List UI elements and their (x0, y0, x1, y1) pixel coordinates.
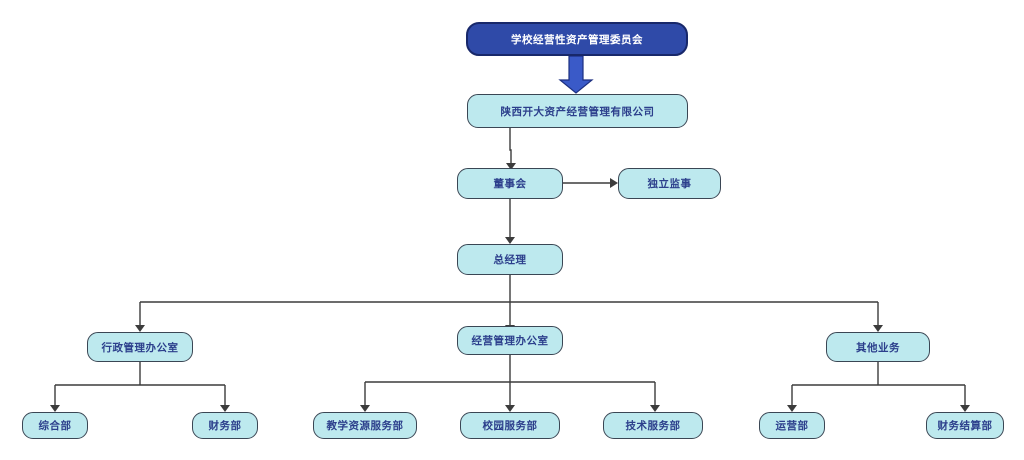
edge-gm-offices (139, 275, 879, 326)
arrowhead (873, 325, 883, 332)
down-arrow-icon (558, 55, 594, 94)
node-campus-service-dept: 校园服务部 (460, 412, 560, 439)
arrowhead (50, 405, 60, 412)
edge-admin-children (54, 362, 226, 406)
node-tech-service-dept: 技术服务部 (603, 412, 703, 439)
arrowhead (960, 405, 970, 412)
node-operations-dept: 运营部 (759, 412, 825, 439)
node-other-business: 其他业务 (826, 332, 930, 362)
edge-other-children (791, 362, 966, 406)
node-company: 陕西开大资产经营管理有限公司 (467, 94, 688, 128)
arrowhead (610, 178, 618, 188)
arrowhead (506, 163, 516, 170)
node-teaching-resource-dept: 教学资源服务部 (313, 412, 417, 439)
arrowhead (505, 237, 515, 244)
node-supervisor: 独立监事 (618, 168, 721, 199)
node-general-manager: 总经理 (457, 244, 563, 275)
node-finance-dept: 财务部 (192, 412, 258, 439)
arrowhead (505, 405, 515, 412)
node-committee: 学校经营性资产管理委员会 (466, 22, 688, 56)
arrowhead (787, 405, 797, 412)
arrowhead (220, 405, 230, 412)
node-comprehensive-dept: 综合部 (22, 412, 88, 439)
arrowhead (360, 405, 370, 412)
arrowhead (650, 405, 660, 412)
node-admin-office: 行政管理办公室 (87, 332, 193, 362)
arrowhead (135, 325, 145, 332)
node-settlement-dept: 财务结算部 (926, 412, 1004, 439)
edge-business-children (364, 355, 656, 406)
node-board: 董事会 (457, 168, 563, 199)
edge-company-board (509, 128, 512, 164)
node-business-office: 经营管理办公室 (457, 326, 563, 355)
